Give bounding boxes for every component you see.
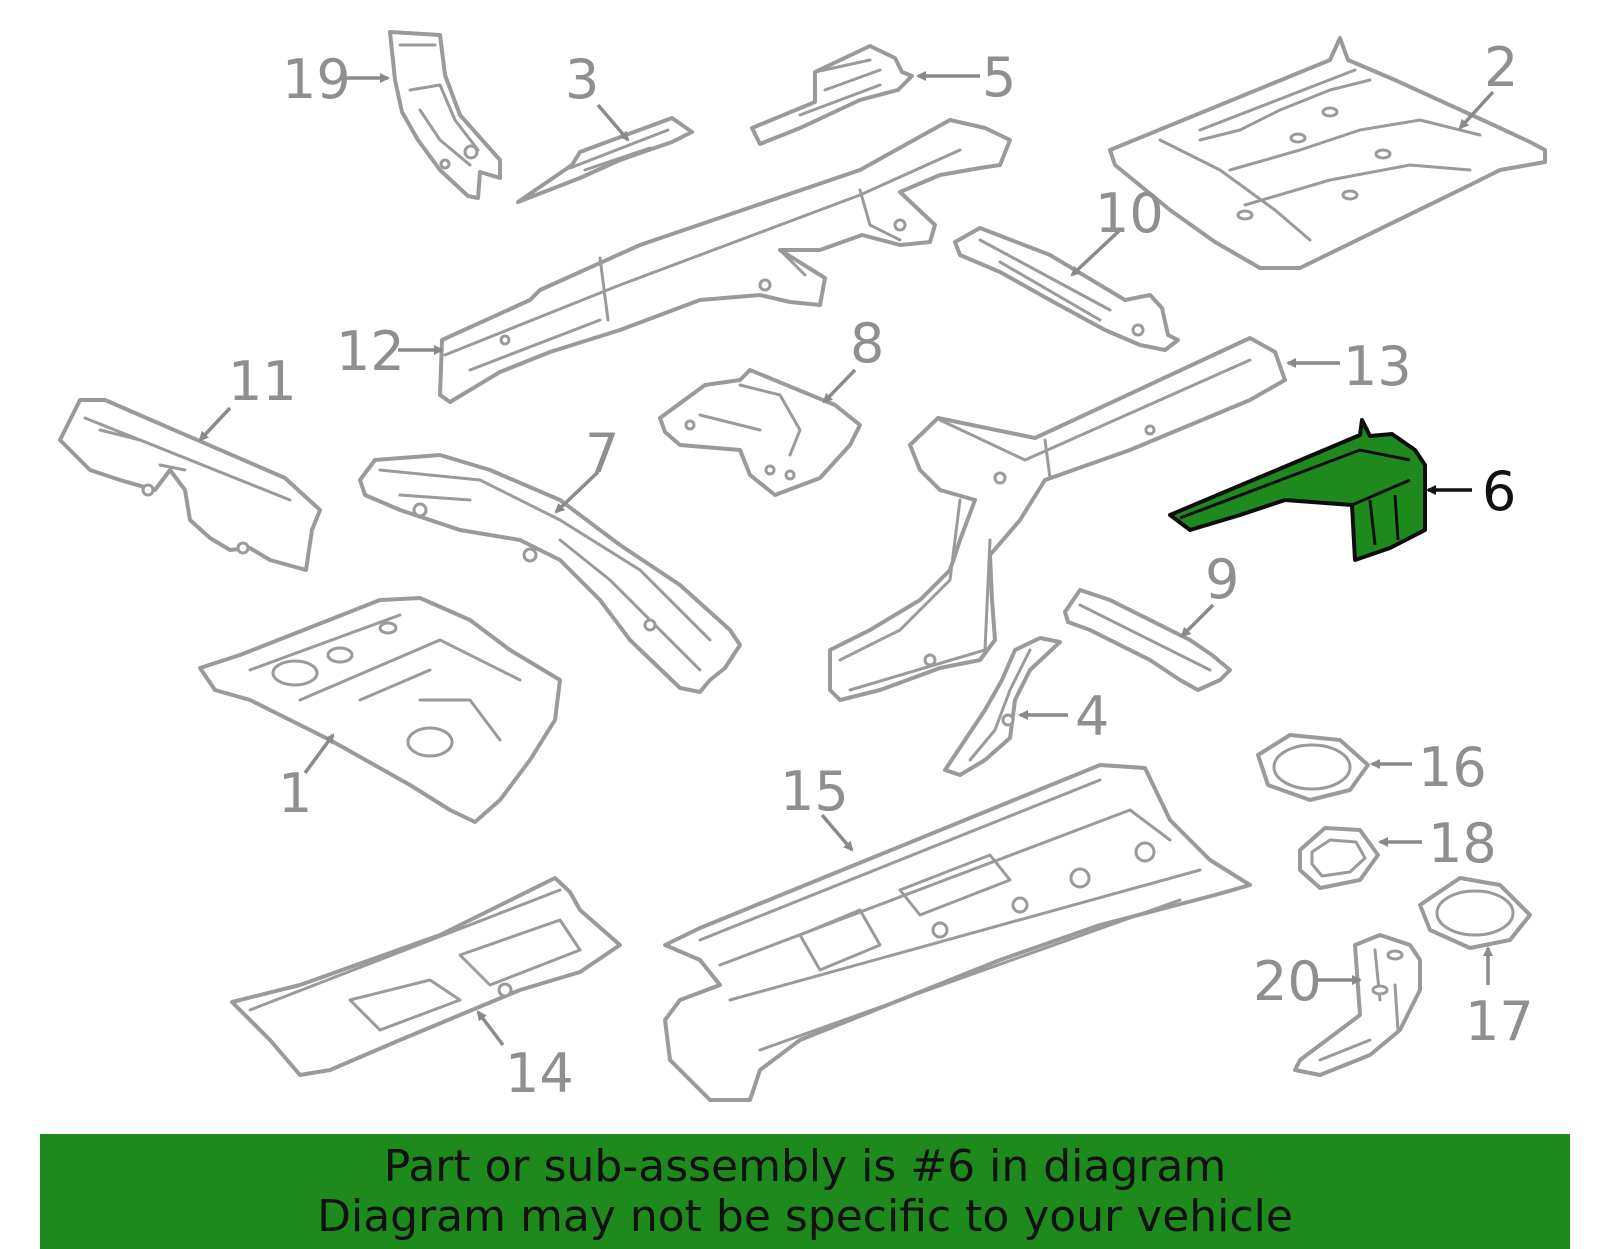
callout-4[interactable]: 4 <box>1075 685 1109 748</box>
callout-5[interactable]: 5 <box>982 46 1016 109</box>
part-5-bracket[interactable] <box>750 44 914 146</box>
callout-7[interactable]: 7 <box>585 422 619 485</box>
callout-17[interactable]: 17 <box>1465 990 1534 1053</box>
callout-18[interactable]: 18 <box>1428 812 1497 875</box>
part-7-tunnel-member[interactable] <box>358 453 742 694</box>
leader-7 <box>554 470 600 514</box>
part-11-member[interactable] <box>58 398 322 572</box>
callout-6-highlighted[interactable]: 6 <box>1482 460 1516 523</box>
callout-3[interactable]: 3 <box>565 48 599 111</box>
part-20-bracket[interactable] <box>1293 933 1422 1077</box>
callout-11[interactable]: 11 <box>228 350 297 413</box>
part-10-crossmember[interactable] <box>953 226 1180 352</box>
part-17-plate[interactable] <box>1418 876 1532 950</box>
leader-11 <box>198 406 232 442</box>
callout-numbers: 19 3 5 2 10 12 8 13 11 6 7 9 4 1 16 15 1… <box>228 36 1534 1105</box>
banner-line-1: Part or sub-assembly is #6 in diagram <box>383 1141 1227 1192</box>
info-banner: Part or sub-assembly is #6 in diagram Di… <box>40 1134 1570 1249</box>
part-19-bracket[interactable] <box>388 30 502 200</box>
leader-1 <box>303 733 335 775</box>
callout-16[interactable]: 16 <box>1418 736 1487 799</box>
callout-15[interactable]: 15 <box>780 760 849 823</box>
leader-9 <box>1180 603 1215 638</box>
part-2-floor-pan[interactable] <box>1108 36 1547 270</box>
callout-12[interactable]: 12 <box>336 320 405 383</box>
callout-20[interactable]: 20 <box>1253 950 1322 1013</box>
leader-14 <box>476 1010 505 1047</box>
part-9-bracket[interactable] <box>1063 588 1232 692</box>
part-3-rail[interactable] <box>516 116 694 204</box>
leader-lines <box>198 71 1495 1047</box>
callout-10[interactable]: 10 <box>1095 182 1164 245</box>
part-14-undercover[interactable] <box>230 876 622 1077</box>
callout-2[interactable]: 2 <box>1484 36 1518 99</box>
callout-14[interactable]: 14 <box>505 1042 574 1105</box>
part-4-pillar[interactable] <box>943 636 1062 777</box>
callout-8[interactable]: 8 <box>850 312 884 375</box>
banner-line-2: Diagram may not be specific to your vehi… <box>317 1191 1293 1242</box>
leader-15 <box>820 813 854 852</box>
callout-13[interactable]: 13 <box>1343 335 1412 398</box>
leader-2 <box>1458 90 1495 130</box>
callout-9[interactable]: 9 <box>1205 548 1239 611</box>
callout-1[interactable]: 1 <box>278 762 312 825</box>
part-18-seal[interactable] <box>1298 826 1380 890</box>
part-16-plate[interactable] <box>1256 733 1370 802</box>
part-1-floor-panel[interactable] <box>198 596 562 824</box>
leader-8 <box>822 368 857 404</box>
part-13-frame-rail[interactable] <box>828 336 1287 702</box>
part-12-frame-rail[interactable] <box>438 118 1012 404</box>
part-6-highlighted-bracket[interactable] <box>1168 418 1427 562</box>
leader-3 <box>596 103 630 142</box>
callout-19[interactable]: 19 <box>282 48 351 111</box>
part-15-floor-panel[interactable] <box>663 763 1252 1102</box>
part-8-bracket[interactable] <box>658 368 862 497</box>
leader-10 <box>1070 228 1122 277</box>
